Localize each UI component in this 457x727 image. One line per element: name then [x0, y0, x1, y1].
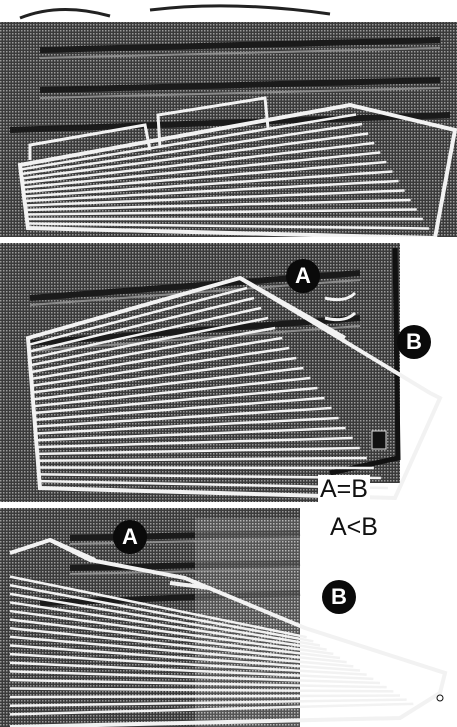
panel-rack-pulled-equal: A B A=B: [0, 243, 457, 508]
marker-a: A: [113, 520, 147, 554]
marker-b: B: [397, 325, 431, 359]
panel-rack-tilted-less: A B A<B: [0, 508, 457, 727]
relation-label-equal: A=B: [318, 475, 370, 504]
rack-pull-out-illustration: [0, 243, 457, 508]
marker-b: B: [322, 580, 356, 614]
relation-label-less: A<B: [330, 513, 378, 542]
marker-a: A: [286, 259, 320, 293]
panel-top-rack-inserted: [0, 0, 457, 243]
rack-tilted-illustration: [0, 508, 457, 727]
oven-interior-illustration: [0, 0, 457, 243]
